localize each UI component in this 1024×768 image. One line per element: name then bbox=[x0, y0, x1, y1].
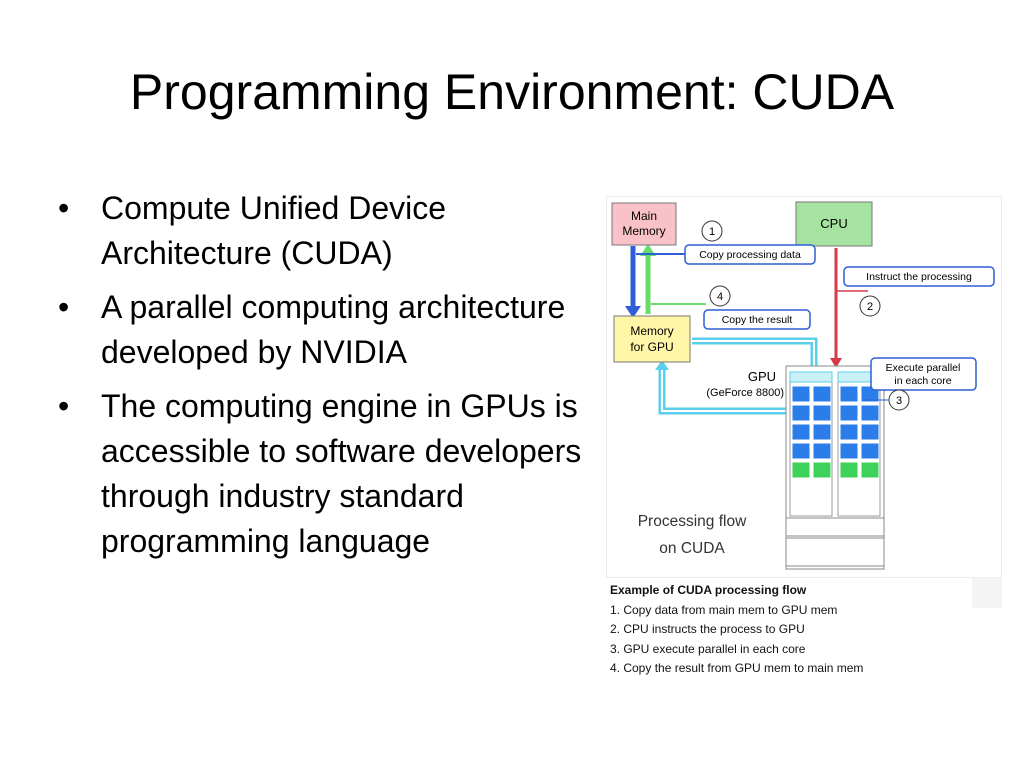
caption-side-panel bbox=[972, 578, 1002, 608]
bullet-icon: • bbox=[58, 289, 70, 325]
caption-item: 1. Copy data from main mem to GPU mem bbox=[610, 602, 838, 617]
gpu-core bbox=[860, 461, 880, 479]
caption-item: 4. Copy the result from GPU mem to main … bbox=[610, 661, 864, 675]
bullet-text: Compute Unified Device Architecture (CUD… bbox=[101, 190, 447, 271]
svg-text:Instruct the processing: Instruct the processing bbox=[866, 271, 972, 283]
gpu-block bbox=[785, 365, 885, 570]
svg-text:Execute parallel: Execute parallel bbox=[886, 362, 961, 374]
slide-title: Programming Environment: CUDA bbox=[129, 64, 895, 120]
cpu-box: CPU bbox=[795, 201, 873, 247]
gpu-core bbox=[860, 423, 880, 441]
bullet-text: A parallel computing architecture develo… bbox=[101, 289, 566, 370]
svg-text:in each core: in each core bbox=[894, 375, 951, 387]
gpu-core bbox=[839, 442, 859, 460]
caption-item: 2. CPU instructs the process to GPU bbox=[610, 622, 805, 636]
svg-text:1: 1 bbox=[709, 226, 715, 238]
svg-text:2: 2 bbox=[867, 301, 873, 313]
svg-text:Main: Main bbox=[631, 209, 657, 223]
svg-text:CPU: CPU bbox=[820, 216, 847, 231]
gpu-core bbox=[839, 423, 859, 441]
caption-title: Example of CUDA processing flow bbox=[610, 583, 807, 597]
gpu-core bbox=[839, 461, 859, 479]
bullet-item: • A parallel computing architecture devel… bbox=[58, 285, 598, 375]
bullet-item: • The computing engine in GPUs is accessi… bbox=[58, 384, 598, 564]
gpu-model-label: (GeForce 8800) bbox=[706, 387, 784, 399]
bullet-item: • Compute Unified Device Architecture (CU… bbox=[58, 186, 598, 276]
caption-item: 3. GPU execute parallel in each core bbox=[610, 641, 806, 656]
gpu-core bbox=[839, 404, 859, 422]
step-1-annotation: 1 Copy processing data bbox=[684, 220, 816, 265]
step-2-annotation: Instruct the processing 2 bbox=[843, 266, 995, 317]
gpu-core bbox=[839, 385, 859, 403]
step-4-annotation: 4 Copy the result bbox=[703, 285, 811, 330]
cuda-flow-figure: Main Memory CPU Memory for GPU GPU (GeFo… bbox=[606, 196, 1002, 676]
svg-text:Memory: Memory bbox=[622, 224, 665, 238]
gpu-core bbox=[791, 385, 811, 403]
figure-caption: Example of CUDA processing flow 1. Copy … bbox=[606, 578, 976, 675]
svg-text:4: 4 bbox=[717, 291, 723, 303]
processing-flow-label: on CUDA bbox=[659, 540, 725, 557]
memory-for-gpu-box: Memory for GPU bbox=[613, 315, 691, 363]
gpu-core bbox=[791, 404, 811, 422]
svg-text:for GPU: for GPU bbox=[630, 340, 673, 354]
gpu-core bbox=[812, 461, 832, 479]
processing-flow-label: Processing flow bbox=[638, 513, 747, 530]
gpu-core bbox=[791, 442, 811, 460]
svg-text:Memory: Memory bbox=[630, 324, 673, 338]
svg-text:Copy the result: Copy the result bbox=[722, 314, 793, 326]
gpu-core bbox=[791, 423, 811, 441]
main-memory-box: Main Memory bbox=[611, 202, 677, 246]
gpu-core bbox=[812, 385, 832, 403]
bullet-icon: • bbox=[58, 388, 70, 424]
gpu-core bbox=[812, 404, 832, 422]
bullet-text: The computing engine in GPUs is accessib… bbox=[101, 388, 582, 559]
gpu-core bbox=[812, 442, 832, 460]
cuda-flow-diagram: Main Memory CPU Memory for GPU GPU (GeFo… bbox=[606, 196, 1002, 578]
gpu-core bbox=[860, 404, 880, 422]
gpu-core bbox=[860, 442, 880, 460]
step-3-annotation: Execute parallel in each core 3 bbox=[864, 357, 977, 411]
svg-text:Copy processing data: Copy processing data bbox=[699, 249, 801, 261]
gpu-core bbox=[791, 461, 811, 479]
svg-text:3: 3 bbox=[896, 395, 902, 407]
bullet-list: • Compute Unified Device Architecture (CU… bbox=[58, 186, 598, 573]
gpu-label: GPU bbox=[748, 369, 776, 384]
gpu-core bbox=[812, 423, 832, 441]
bullet-icon: • bbox=[58, 190, 70, 226]
